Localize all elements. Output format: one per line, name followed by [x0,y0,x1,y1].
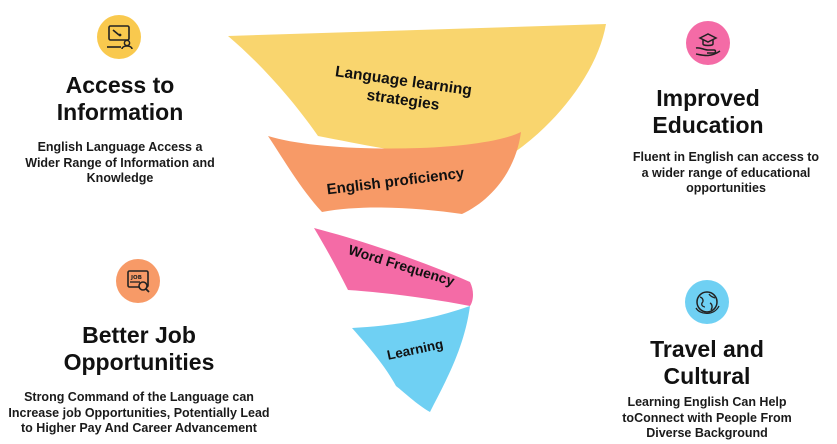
job-title-line2: Opportunities [63,349,215,375]
access-desc-line2: Wider Range of Information and [25,155,215,170]
funnel-layer-4: Learning [352,306,470,412]
access-title: Access to Information [40,72,200,126]
graduation-hand-icon [686,21,730,65]
education-title-line1: Improved [656,85,760,111]
job-title: Better Job Opportunities [50,322,228,376]
travel-desc-line3: Diverse Background [646,426,768,440]
access-description: English Language Access a Wider Range of… [0,140,240,187]
job-desc-line3: to Higher Pay And Career Advancement [21,421,257,435]
job-search-icon: JOB [116,259,160,303]
access-title-line1: Access to [65,72,175,98]
education-desc-line2: a wider range of educational [641,165,811,180]
travel-title: Travel and Cultural [637,336,777,390]
travel-desc-line2: toConnect with People From [622,410,792,425]
travel-description: Learning English Can Help toConnect with… [610,395,804,442]
globe-icon [685,280,729,324]
job-desc-line1: Strong Command of the Language can [24,390,254,404]
access-desc-line3: Knowledge [86,171,154,185]
funnel-layer-2: English proficiency [268,132,521,214]
education-title-line2: Education [652,112,764,138]
job-description: Strong Command of the Language can Incre… [4,390,274,437]
access-desc-line1: English Language Access a [37,140,203,154]
access-title-line2: Information [56,99,184,125]
job-title-line1: Better Job [82,322,196,348]
svg-text:JOB: JOB [130,275,142,281]
funnel-layer-3: Word Frequency [314,228,473,306]
travel-title-line1: Travel and [650,336,764,362]
education-description: Fluent in English can access to a wider … [616,150,836,197]
funnel-layer-1: Language learning strategies [228,24,606,158]
travel-title-line2: Cultural [663,363,751,389]
travel-desc-line1: Learning English Can Help [627,395,787,409]
computer-user-icon [97,15,141,59]
job-desc-line2: Increase job Opportunities, Potentially … [8,405,270,420]
education-desc-line3: opportunities [686,181,766,195]
education-desc-line1: Fluent in English can access to [632,150,820,164]
education-title: Improved Education [630,85,786,139]
